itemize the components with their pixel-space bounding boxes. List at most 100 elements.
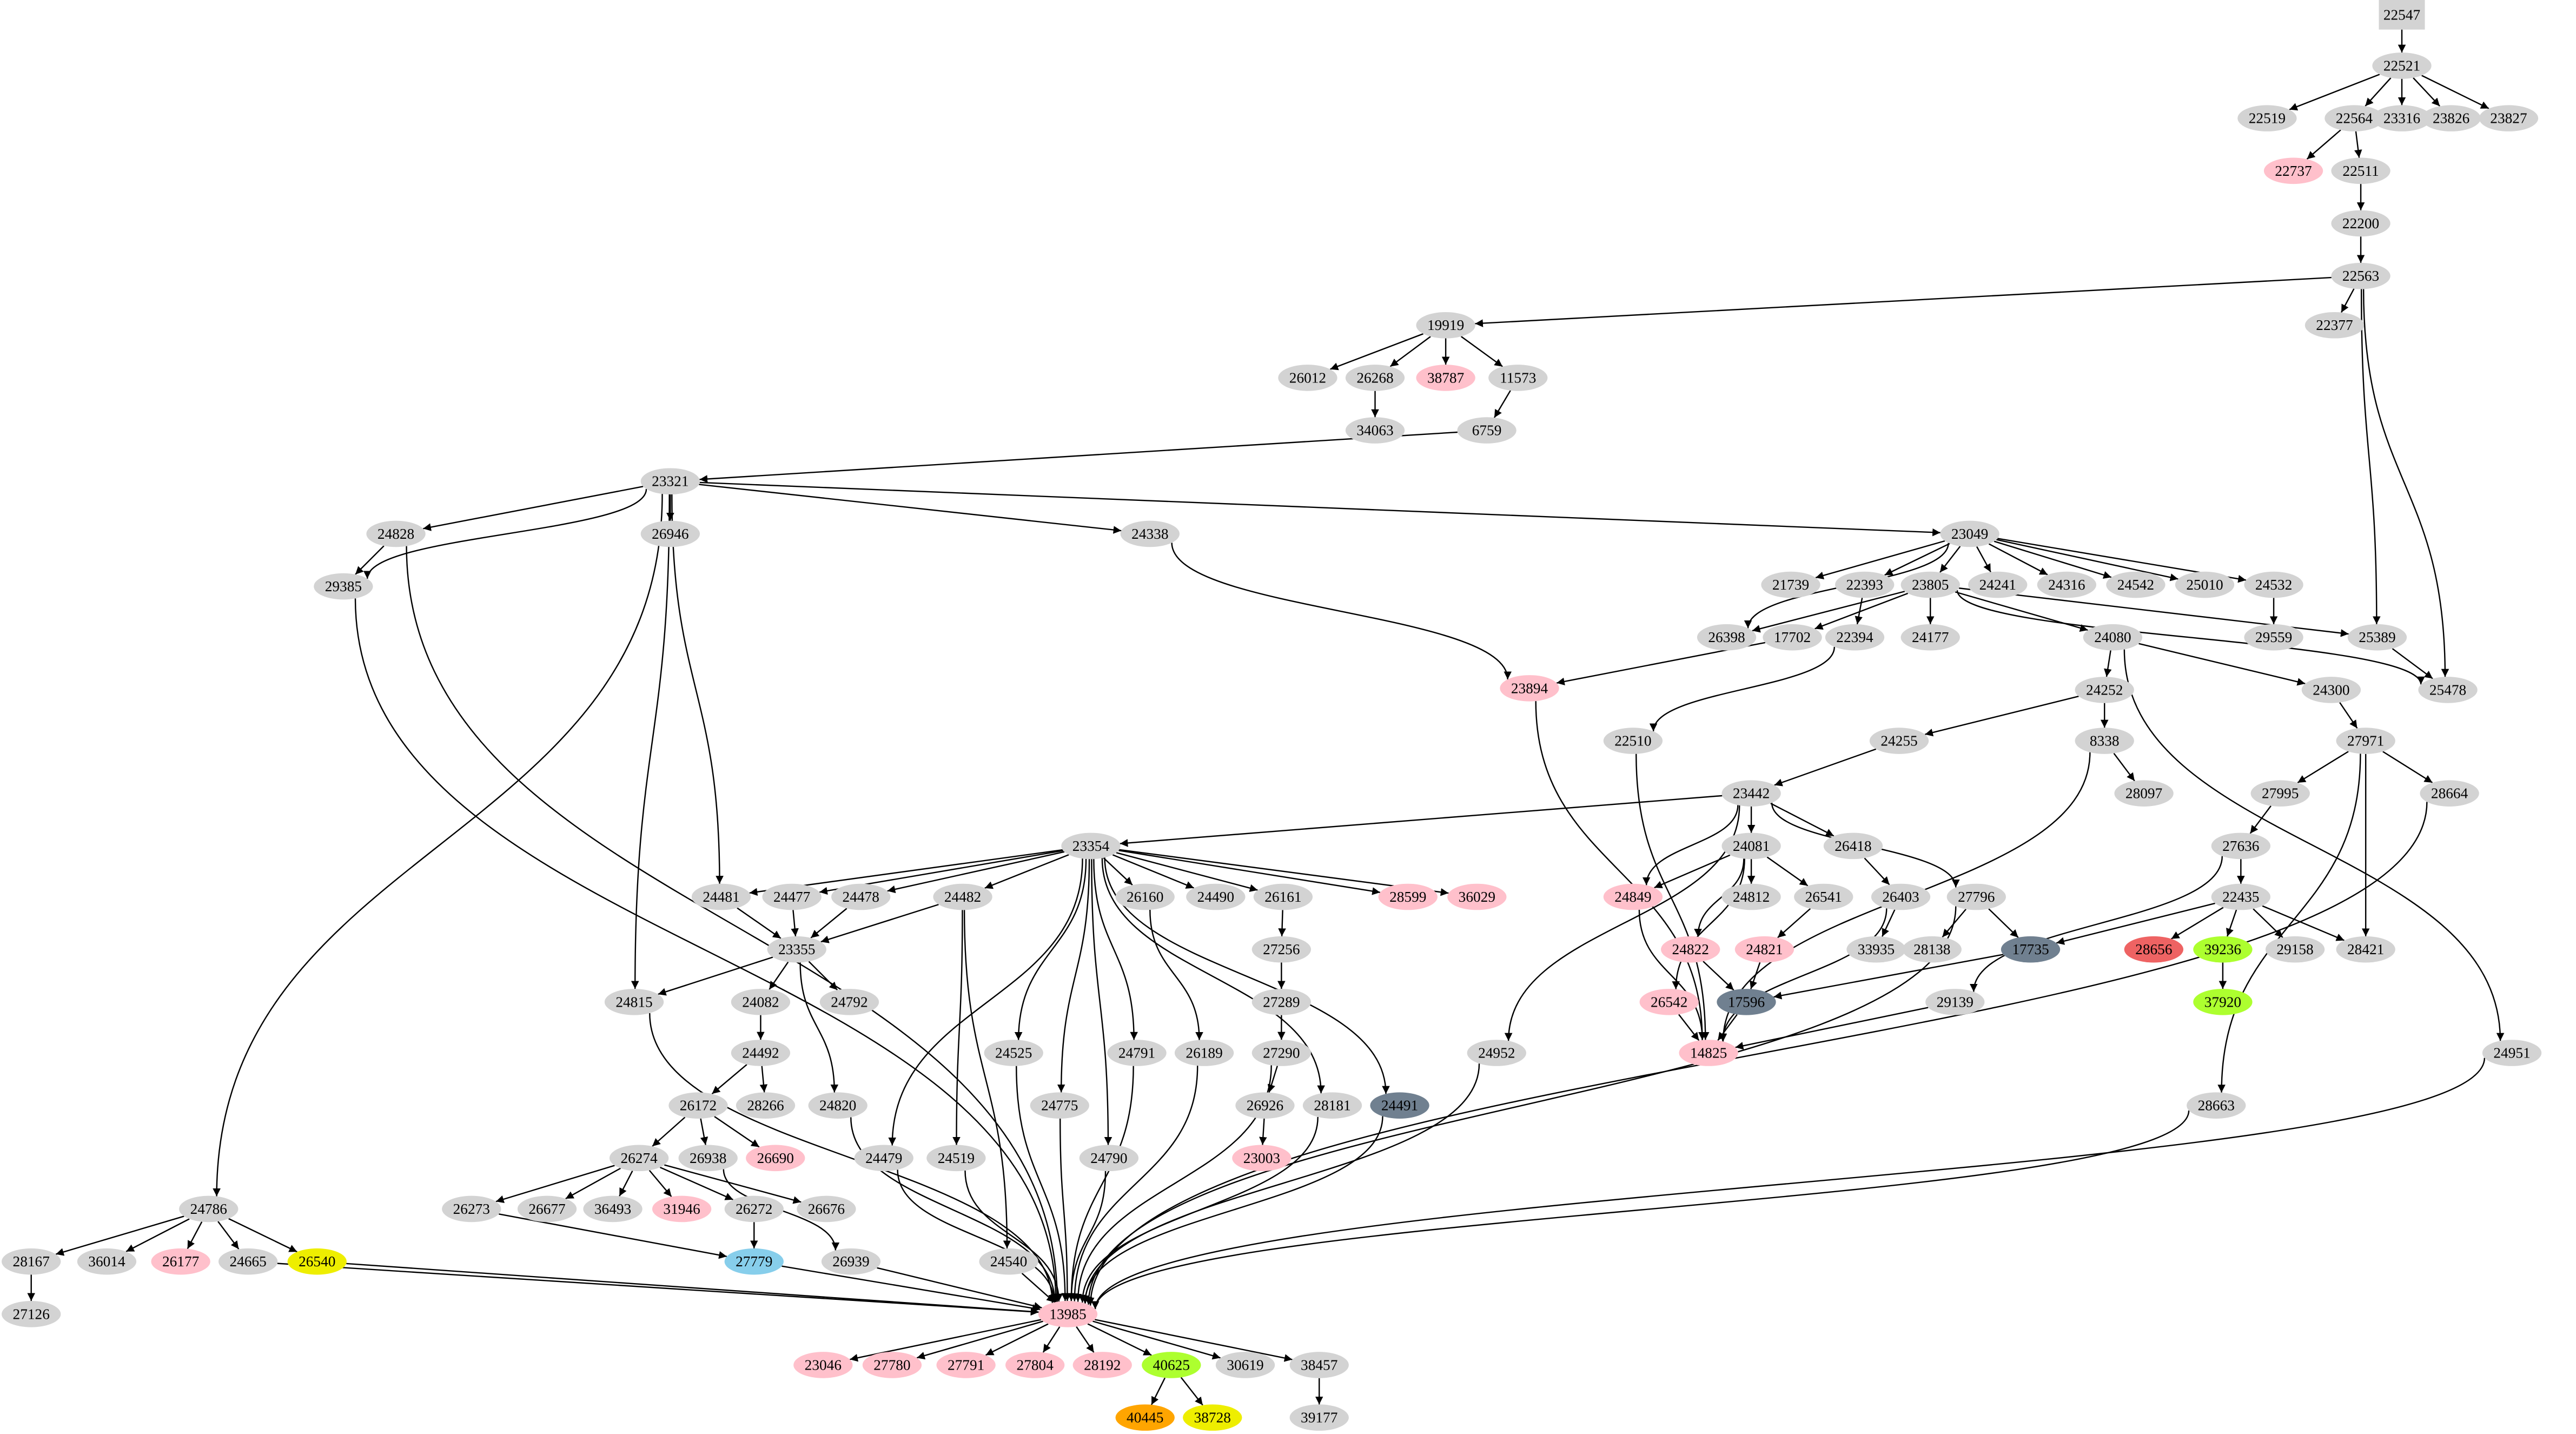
node-40625[interactable]: 40625	[1142, 1352, 1201, 1378]
node-38787[interactable]: 38787	[1416, 365, 1475, 391]
node-22521[interactable]: 22521	[2372, 52, 2432, 79]
node-22563[interactable]: 22563	[2331, 262, 2390, 289]
node-31946[interactable]: 31946	[652, 1195, 712, 1222]
node-24519[interactable]: 24519	[926, 1145, 986, 1172]
node-39236[interactable]: 39236	[2193, 936, 2253, 963]
node-25010[interactable]: 25010	[2175, 571, 2235, 598]
node-24822[interactable]: 24822	[1661, 936, 1720, 963]
node-23354[interactable]: 23354	[1061, 832, 1121, 860]
node-24241[interactable]: 24241	[1968, 571, 2028, 598]
node-23826[interactable]: 23826	[2421, 105, 2481, 131]
node-24491[interactable]: 24491	[1370, 1092, 1429, 1119]
node-24300[interactable]: 24300	[2301, 677, 2361, 703]
node-23894[interactable]: 23894	[1500, 675, 1559, 702]
node-26172[interactable]: 26172	[668, 1092, 728, 1119]
node-26542[interactable]: 26542	[1639, 989, 1699, 1015]
node-8338[interactable]: 8338	[2075, 728, 2134, 754]
node-26160[interactable]: 26160	[1115, 883, 1175, 910]
node-26189[interactable]: 26189	[1174, 1040, 1234, 1066]
node-23321[interactable]: 23321	[640, 468, 700, 495]
node-27995[interactable]: 27995	[2250, 780, 2310, 807]
node-27256[interactable]: 27256	[1251, 936, 1312, 963]
node-28421[interactable]: 28421	[2336, 936, 2395, 963]
node-26939[interactable]: 26939	[821, 1248, 881, 1275]
node-26398[interactable]: 26398	[1697, 624, 1757, 651]
node-24815[interactable]: 24815	[604, 989, 664, 1015]
node-29139[interactable]: 29139	[1925, 989, 1985, 1015]
node-28138[interactable]: 28138	[1902, 936, 1962, 963]
node-24255[interactable]: 24255	[1869, 728, 1929, 754]
node-27796[interactable]: 27796	[1946, 883, 2006, 910]
node-28167[interactable]: 28167	[2, 1248, 61, 1275]
node-24479[interactable]: 24479	[854, 1145, 913, 1172]
node-23049[interactable]: 23049	[1940, 520, 1999, 547]
node-22564[interactable]: 22564	[2325, 105, 2384, 131]
node-25389[interactable]: 25389	[2347, 624, 2407, 651]
node-21739[interactable]: 21739	[1761, 571, 1820, 598]
node-17596[interactable]: 17596	[1717, 989, 1776, 1015]
node-22511[interactable]: 22511	[2331, 157, 2390, 184]
node-14825[interactable]: 14825	[1679, 1040, 1738, 1066]
node-6759[interactable]: 6759	[1457, 417, 1517, 444]
node-24177[interactable]: 24177	[1900, 624, 1960, 651]
node-26177[interactable]: 26177	[151, 1248, 210, 1275]
node-22547[interactable]: 22547	[2379, 0, 2425, 30]
node-24790[interactable]: 24790	[1079, 1145, 1139, 1172]
node-23003[interactable]: 23003	[1232, 1145, 1292, 1172]
node-26540[interactable]: 26540	[287, 1248, 347, 1275]
node-28599[interactable]: 28599	[1378, 883, 1438, 910]
node-26012[interactable]: 26012	[1278, 365, 1337, 391]
node-38457[interactable]: 38457	[1289, 1352, 1349, 1378]
node-24481[interactable]: 24481	[691, 883, 751, 910]
node-24082[interactable]: 24082	[731, 989, 791, 1015]
node-27804[interactable]: 27804	[1005, 1352, 1065, 1378]
node-24849[interactable]: 24849	[1603, 883, 1663, 910]
node-26541[interactable]: 26541	[1794, 883, 1853, 910]
node-24786[interactable]: 24786	[179, 1195, 239, 1222]
node-23046[interactable]: 23046	[793, 1352, 853, 1378]
node-26926[interactable]: 26926	[1235, 1092, 1295, 1119]
node-24482[interactable]: 24482	[933, 883, 992, 910]
node-28664[interactable]: 28664	[2420, 780, 2479, 807]
node-23442[interactable]: 23442	[1721, 780, 1781, 807]
node-17735[interactable]: 17735	[2001, 936, 2061, 963]
node-26274[interactable]: 26274	[609, 1145, 669, 1172]
node-28266[interactable]: 28266	[736, 1092, 796, 1119]
node-24080[interactable]: 24080	[2083, 624, 2143, 651]
node-24791[interactable]: 24791	[1107, 1040, 1167, 1066]
node-26690[interactable]: 26690	[746, 1145, 805, 1172]
node-24812[interactable]: 24812	[1721, 883, 1781, 910]
node-26418[interactable]: 26418	[1823, 832, 1883, 860]
node-13985[interactable]: 13985	[1038, 1301, 1098, 1327]
node-24081[interactable]: 24081	[1721, 832, 1781, 860]
node-25478[interactable]: 25478	[2418, 677, 2478, 703]
node-26403[interactable]: 26403	[1871, 883, 1931, 910]
node-24775[interactable]: 24775	[1030, 1092, 1089, 1119]
node-24821[interactable]: 24821	[1734, 936, 1794, 963]
node-22200[interactable]: 22200	[2331, 210, 2390, 237]
node-24477[interactable]: 24477	[762, 883, 822, 910]
node-27779[interactable]: 27779	[724, 1248, 784, 1275]
node-34063[interactable]: 34063	[1345, 417, 1405, 444]
node-22435[interactable]: 22435	[2211, 883, 2271, 910]
node-24478[interactable]: 24478	[831, 883, 891, 910]
node-29385[interactable]: 29385	[314, 573, 373, 600]
node-24792[interactable]: 24792	[819, 989, 879, 1015]
node-38728[interactable]: 38728	[1183, 1404, 1242, 1431]
node-24952[interactable]: 24952	[1467, 1040, 1526, 1066]
node-26273[interactable]: 26273	[442, 1195, 501, 1222]
node-28663[interactable]: 28663	[2187, 1092, 2246, 1119]
node-36493[interactable]: 36493	[583, 1195, 643, 1222]
node-36029[interactable]: 36029	[1447, 883, 1507, 910]
node-24316[interactable]: 24316	[2037, 571, 2097, 598]
node-23805[interactable]: 23805	[1900, 571, 1960, 598]
node-19919[interactable]: 19919	[1416, 312, 1475, 339]
node-24540[interactable]: 24540	[979, 1248, 1038, 1275]
node-24951[interactable]: 24951	[2482, 1040, 2542, 1066]
node-27126[interactable]: 27126	[2, 1301, 61, 1327]
node-40445[interactable]: 40445	[1115, 1404, 1175, 1431]
node-22519[interactable]: 22519	[2237, 105, 2297, 131]
node-28097[interactable]: 28097	[2114, 780, 2174, 807]
node-24820[interactable]: 24820	[808, 1092, 868, 1119]
node-24542[interactable]: 24542	[2106, 571, 2166, 598]
